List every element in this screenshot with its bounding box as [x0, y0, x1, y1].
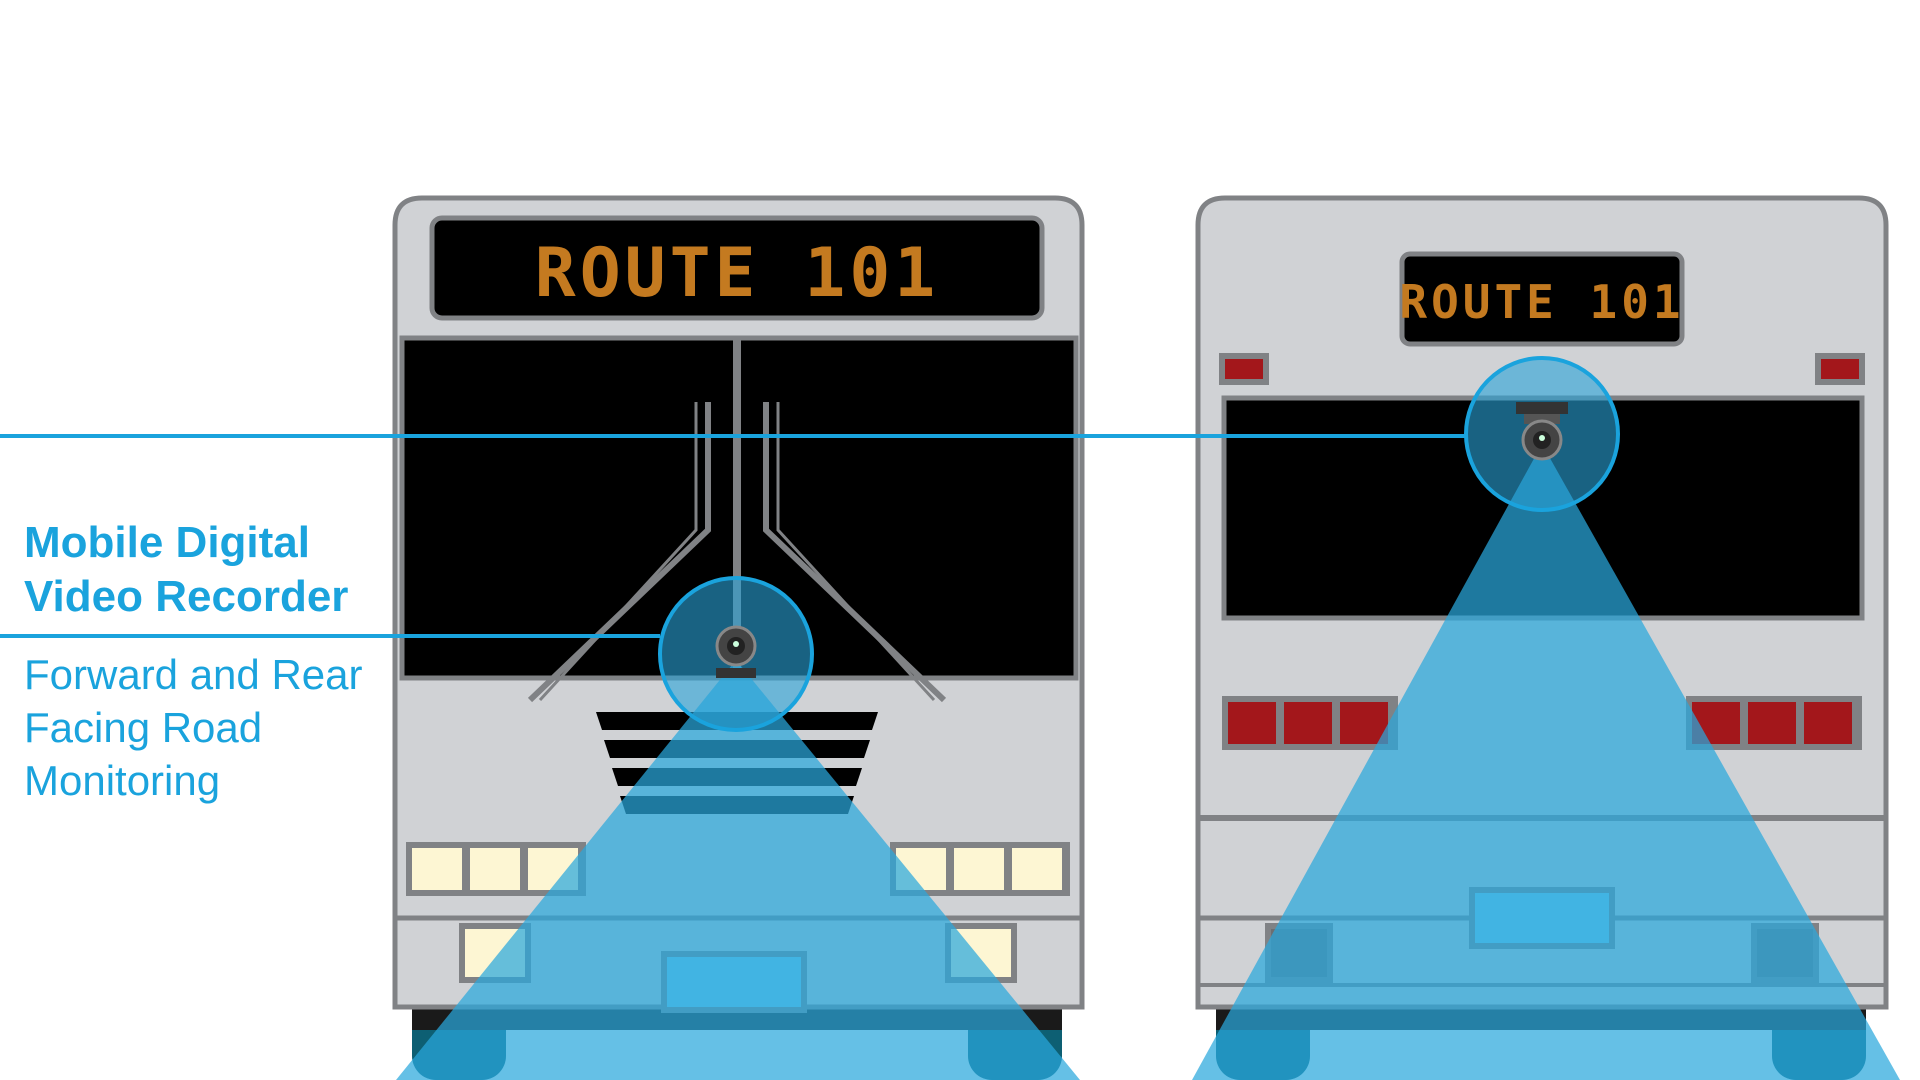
rear-bus-left-marker-light	[1222, 356, 1266, 382]
caption-title-line-1: Mobile Digital	[24, 516, 348, 570]
rear-bus-sign-text: ROUTE 101	[1399, 275, 1684, 329]
rear-bus-right-marker-light	[1818, 356, 1862, 382]
caption-title-line-2: Video Recorder	[24, 570, 348, 624]
caption-subtitle-line-2: Facing Road	[24, 701, 362, 754]
rear-bus-right-taillights	[1686, 696, 1862, 750]
front-camera-icon	[716, 627, 756, 678]
caption-subtitle-line-1: Forward and Rear	[24, 648, 362, 701]
rear-bus-left-taillights	[1222, 696, 1398, 750]
caption-subtitle-line-3: Monitoring	[24, 754, 362, 807]
rear-bus: ROUTE 101	[1192, 198, 1900, 1080]
front-bus: ROUTE 101	[395, 198, 1082, 1080]
caption-title: Mobile Digital Video Recorder	[24, 516, 348, 624]
front-bus-sign-text: ROUTE 101	[535, 234, 939, 313]
caption-subtitle: Forward and Rear Facing Road Monitoring	[24, 648, 362, 807]
